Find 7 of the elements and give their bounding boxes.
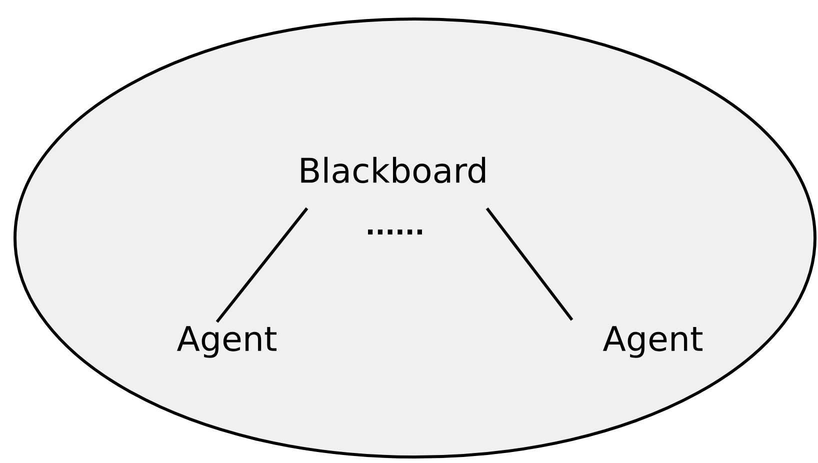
node-label: Agent: [176, 326, 277, 358]
connector-line: [486, 207, 574, 321]
connector-line: [216, 207, 308, 323]
node-label: Blackboard: [301, 156, 486, 184]
ellipse-shape: [14, 18, 816, 458]
ellipsis-label: ......: [368, 230, 422, 234]
node-label: Agent: [602, 326, 703, 358]
